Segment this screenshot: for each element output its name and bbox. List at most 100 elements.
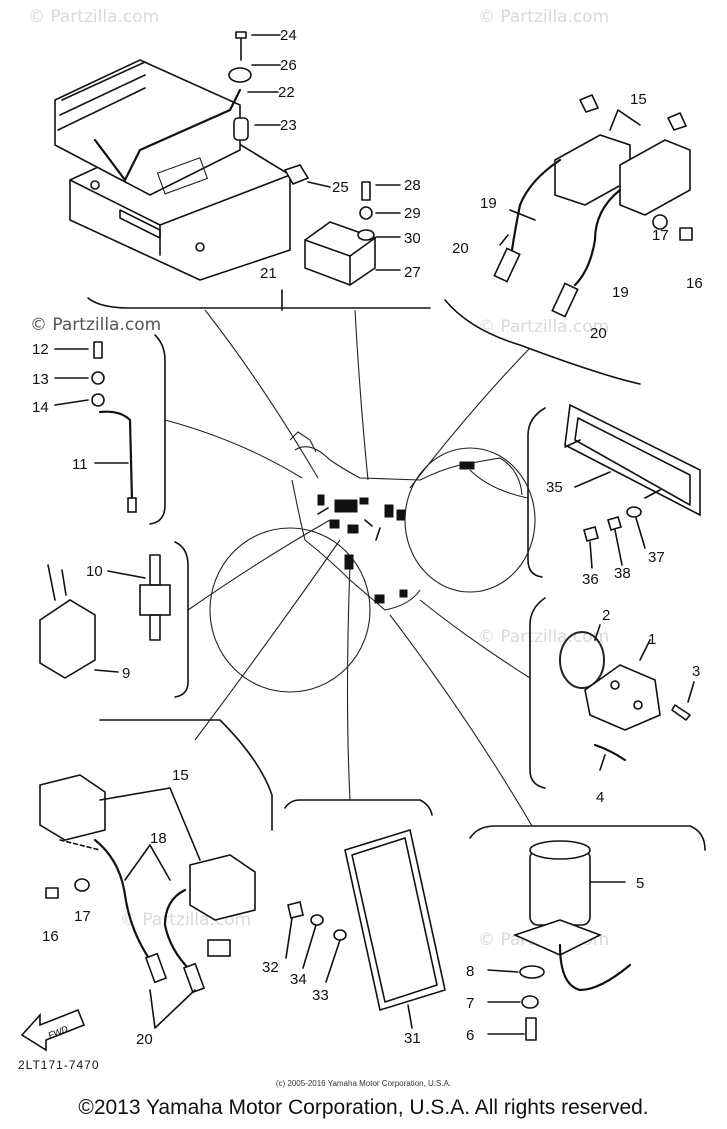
callout-4: 4	[596, 789, 604, 806]
watermark-2: © Partzilla.com	[478, 7, 609, 27]
tail-lamp-inner	[574, 417, 691, 506]
pump-5-body-icon	[529, 849, 591, 926]
callout-20b: 20	[590, 325, 607, 342]
handlebar-outline	[289, 431, 317, 453]
callout-2: 2	[602, 607, 610, 624]
callout-38: 38	[614, 565, 631, 582]
center-coil-mark-3	[396, 509, 406, 521]
leader-regulator	[354, 309, 369, 481]
coil-top-1-icon	[554, 134, 631, 206]
washer-17-icon	[652, 214, 668, 230]
frame-bottom-left	[99, 719, 273, 831]
cdi-label-plate	[156, 157, 209, 195]
washer-8-icon	[519, 965, 545, 979]
callout-6: 6	[466, 1027, 474, 1044]
fwd-arrow: FWD	[20, 1008, 86, 1052]
callout-30: 30	[404, 230, 421, 247]
frame-bottom-center	[284, 799, 433, 816]
fwd-arrow-icon	[20, 1008, 86, 1052]
copyright-notice: ©2013 Yamaha Motor Corporation, U.S.A. A…	[78, 1096, 649, 1119]
front-wheel-outline	[209, 527, 371, 693]
callout-11: 11	[72, 456, 88, 473]
callout-15a: 15	[630, 91, 647, 108]
nut-38-icon	[607, 516, 622, 531]
callout-13: 13	[32, 371, 49, 388]
cdi-connector	[119, 209, 161, 239]
cdi-hardware-leaders	[247, 34, 331, 188]
switch-10-body-icon	[139, 584, 171, 616]
pump-5-lead	[558, 943, 632, 992]
bolt-6-icon	[525, 1017, 537, 1041]
o-ring-2-icon	[559, 631, 605, 689]
callout-33: 33	[312, 987, 329, 1004]
nut-36-icon	[583, 526, 599, 542]
leader-ground-lead	[164, 419, 303, 479]
collar-23-icon	[233, 117, 249, 141]
tail-lamp	[564, 403, 701, 569]
center-lead-mark	[329, 519, 340, 529]
callout-3: 3	[692, 663, 700, 680]
callout-32: 32	[262, 959, 279, 976]
frame-top-right	[444, 299, 641, 385]
plug-cap-20b-icon	[551, 282, 579, 318]
switch-9-terminals	[47, 564, 67, 601]
center-pump-mark	[374, 594, 385, 604]
cdi-module-top	[54, 59, 241, 196]
callout-19a: 19	[480, 195, 497, 212]
callout-22: 22	[278, 84, 295, 101]
cdi-fins	[57, 61, 146, 131]
callout-10: 10	[86, 563, 103, 580]
switch-9-icon	[39, 599, 96, 679]
leader-ignition-coils	[409, 347, 531, 489]
nut-32-icon	[287, 901, 304, 919]
callout-18: 18	[150, 830, 167, 847]
regulator-edges	[304, 237, 376, 286]
center-arrows	[317, 507, 381, 541]
center-tail-mark	[459, 461, 475, 470]
pickup-hole-1	[610, 680, 620, 690]
callout-12: 12	[32, 341, 49, 358]
frame-sketch	[209, 431, 536, 693]
leader-tail-lamp	[469, 469, 529, 499]
reflector-31-icon	[344, 828, 446, 1012]
leader-switches	[187, 519, 331, 611]
ignition-coils-bottom	[39, 774, 256, 1029]
callout-28: 28	[404, 177, 421, 194]
callout-1: 1	[648, 631, 656, 648]
washer-17b-icon	[74, 878, 90, 892]
callout-17b: 17	[74, 908, 91, 925]
washer-37-icon	[626, 506, 642, 518]
callout-34: 34	[290, 971, 307, 988]
lead-4-icon	[593, 743, 627, 762]
cdi-hardware	[228, 31, 331, 188]
callout-15b: 15	[172, 767, 189, 784]
plug-cap-20d-icon	[182, 962, 206, 994]
callout-23: 23	[280, 117, 297, 134]
ground-lead	[54, 341, 137, 513]
leader-reflector	[346, 564, 351, 801]
frame-bottom-outline	[291, 479, 421, 611]
cdi-unit	[54, 59, 291, 281]
callout-27: 27	[404, 264, 421, 281]
pump-5-top	[529, 840, 591, 860]
grommet-7-icon	[521, 995, 539, 1009]
coil-top-2-icon	[619, 139, 691, 216]
leader-fuel-pump	[389, 614, 533, 827]
callout-25: 25	[332, 179, 349, 196]
callout-16b: 16	[42, 928, 59, 945]
fuel-pump	[487, 840, 632, 1041]
washer-30-icon	[357, 229, 375, 241]
regulator-body-icon	[304, 221, 376, 286]
watermark-1: © Partzilla.com	[28, 7, 159, 27]
frame-left-lower	[174, 541, 189, 698]
pickup-hole-2	[633, 700, 643, 710]
lead-wire-11	[98, 410, 134, 502]
tail-lamp-studs	[564, 439, 661, 499]
leader-lines	[164, 309, 533, 827]
ignition-coils-top	[493, 94, 693, 318]
pickup-coil	[559, 624, 695, 771]
coil-top-caps	[579, 94, 687, 131]
leader-coils-bottom	[194, 539, 341, 741]
callout-9: 9	[122, 665, 130, 682]
regulator-leaders	[375, 184, 401, 271]
